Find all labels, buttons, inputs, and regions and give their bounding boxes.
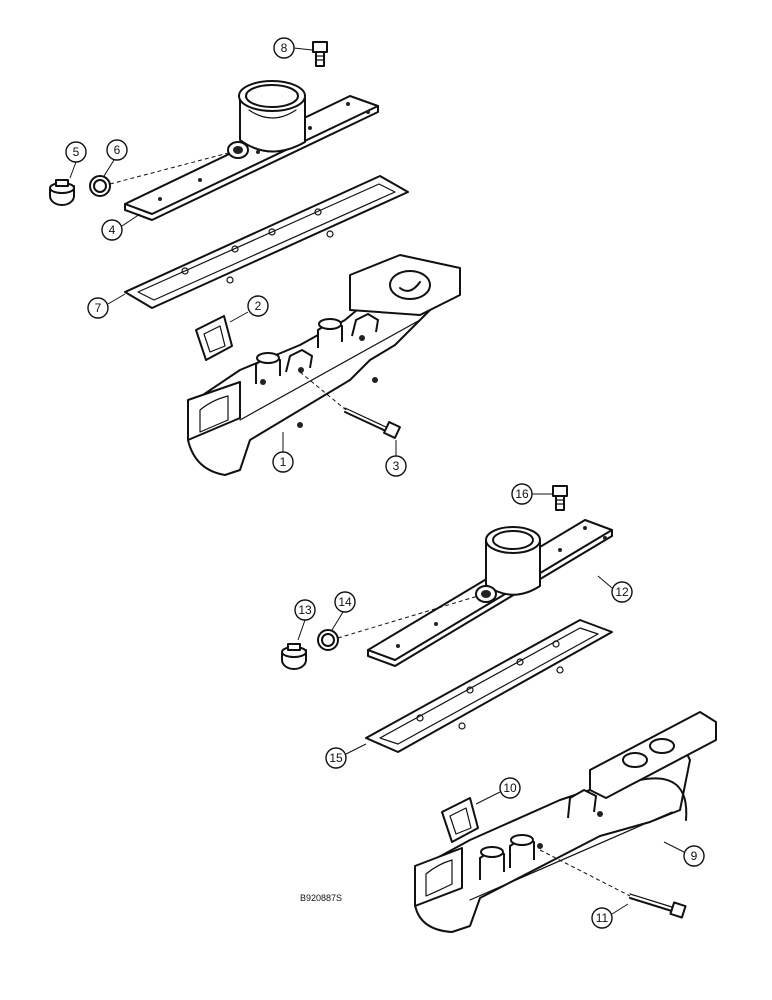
callout-3: 3 (385, 440, 407, 477)
callout-label-6: 6 (114, 143, 121, 157)
callout-1: 1 (272, 432, 294, 473)
cap-screw-16 (552, 485, 568, 511)
callout-label-13: 13 (298, 603, 312, 617)
callout-label-5: 5 (73, 145, 80, 159)
callout-8: 8 (273, 37, 313, 59)
callout-16: 16 (511, 483, 552, 505)
callout-5: 5 (65, 141, 87, 179)
exhaust-manifold-9 (414, 711, 717, 933)
callout-12: 12 (597, 575, 633, 603)
gasket-10 (441, 797, 479, 843)
callout-label-16: 16 (515, 487, 529, 501)
callout-label-1: 1 (280, 455, 287, 469)
callout-label-12: 12 (615, 585, 629, 599)
plug-13 (281, 643, 307, 670)
callout-15: 15 (325, 743, 367, 769)
washer-6 (89, 175, 111, 197)
callout-7: 7 (87, 293, 126, 319)
bolt-11 (629, 893, 687, 919)
intake-cover-plate-12 (367, 519, 613, 667)
callout-6: 6 (103, 139, 128, 177)
gasket-2 (195, 315, 233, 361)
callout-label-14: 14 (338, 595, 352, 609)
callout-label-2: 2 (255, 299, 262, 313)
washer-14 (317, 629, 339, 651)
plug-5 (49, 179, 75, 206)
intake-cover-plate-4 (124, 80, 379, 221)
gasket-7 (124, 175, 409, 309)
callout-4: 4 (101, 213, 141, 241)
callout-label-11: 11 (596, 911, 609, 925)
figure-reference: B920887S (300, 893, 342, 903)
callout-9: 9 (663, 841, 705, 867)
callout-11: 11 (591, 903, 629, 929)
callout-label-7: 7 (95, 301, 102, 315)
gasket-15 (365, 619, 613, 753)
callout-label-3: 3 (393, 459, 400, 473)
exhaust-manifold-1 (187, 254, 461, 476)
callout-13: 13 (294, 599, 316, 641)
callout-2: 2 (229, 295, 269, 323)
bolt-3 (344, 407, 401, 439)
cap-screw-8 (312, 41, 328, 67)
callout-label-9: 9 (691, 849, 698, 863)
callout-14: 14 (331, 591, 356, 631)
callout-label-15: 15 (329, 751, 343, 765)
callout-label-8: 8 (281, 41, 288, 55)
callout-label-4: 4 (109, 223, 116, 237)
callout-label-10: 10 (503, 781, 517, 795)
callout-10: 10 (475, 777, 521, 805)
